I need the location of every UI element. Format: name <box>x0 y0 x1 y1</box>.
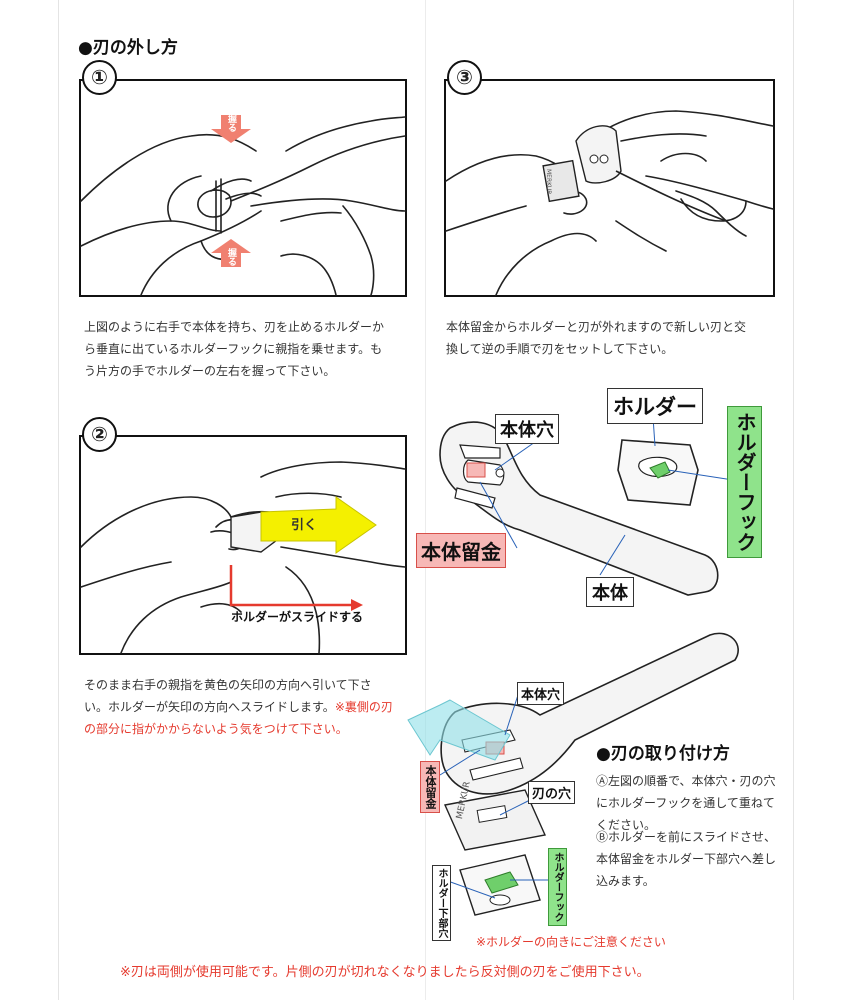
footer-note: ※刃は両側が使用可能です。片側の刃が切れなくなりましたら反対側の刃をご使用下さい… <box>120 965 650 980</box>
step2-hands-drawing <box>80 461 406 654</box>
step2-instruction: そのまま右手の親指を黄色の矢印の方向へ引いて下さい。ホルダーが矢印の方向へスライ… <box>84 678 372 714</box>
slide-label: ホルダーがスライドする <box>231 610 364 624</box>
assembly-leader-lines <box>439 694 550 899</box>
step1-text: 上図のように右手で本体を持ち、刃を止めるホルダーから垂直に出ているホルダーフック… <box>84 320 385 378</box>
assembly-label-blade-hole: 刃の穴 <box>528 781 576 804</box>
page-edge-right <box>793 0 794 1000</box>
step2-text: そのまま右手の親指を黄色の矢印の方向へ引いて下さい。ホルダーが矢印の方向へスライ… <box>84 674 394 740</box>
blade-and-holder <box>542 125 727 222</box>
assembly-label-hook: ホルダーフック <box>548 848 567 926</box>
label-body-hole: 本体穴 <box>495 414 559 444</box>
holder-part <box>617 439 699 506</box>
label-body-clasp: 本体留金 <box>416 533 506 568</box>
step3-number: ③ <box>447 60 482 95</box>
pull-label: 引く <box>291 518 318 533</box>
step1-number: ① <box>82 60 117 95</box>
grip-label-bottom: 握る <box>226 248 236 266</box>
grip-arrow-top <box>211 115 251 143</box>
step3-hands-drawing <box>445 110 774 296</box>
assembly-label-holder-lower-hole: ホルダー下部穴 <box>432 865 451 941</box>
step3-blade-brand: MERKUR <box>545 169 552 195</box>
label-body: 本体 <box>586 577 634 607</box>
step2-illustration: 引く ホルダーがスライドする <box>79 435 407 655</box>
slide-arrow <box>229 565 363 611</box>
assembly-label-hole: 本体穴 <box>517 682 565 705</box>
step1-hands-drawing <box>80 115 406 296</box>
label-holder: ホルダー <box>607 388 703 424</box>
assembly-label-clasp: 本体留金 <box>420 761 440 813</box>
grip-label-top: 握る <box>226 114 236 132</box>
assembly-holder <box>459 854 541 916</box>
attach-title: ●刃の取り付け方 <box>596 744 730 764</box>
step3-text: 本体留金からホルダーと刃が外れますので新しい刃と交換して逆の手順で刃をセットして… <box>446 320 747 356</box>
step2-number: ② <box>82 417 117 452</box>
attach-step-b: Ⓑホルダーを前にスライドさせ、本体留金をホルダー下部穴へ差し込みます。 <box>596 830 777 888</box>
translucent-direction-arrow <box>407 699 511 761</box>
step2-warning: ※裏側の刃の部分に指がかからないよう気をつけて下さい。 <box>84 700 393 736</box>
step1-illustration: 握る 握る <box>79 79 407 297</box>
removal-title: ●刃の外し方 <box>78 38 178 58</box>
attach-step-a: Ⓐ左図の順番で、本体穴・刃の穴にホルダーフックを通して重ねてください。 <box>596 774 776 832</box>
page-divider <box>425 0 426 1000</box>
page-edge-left <box>58 0 59 1000</box>
grip-arrow-bottom <box>211 239 251 267</box>
step3-illustration: MERKUR <box>444 79 775 297</box>
label-holder-hook: ホルダーフック <box>727 406 762 558</box>
pull-arrow <box>260 496 377 554</box>
orientation-note: ※ホルダーの向きにご注意ください <box>476 935 666 949</box>
